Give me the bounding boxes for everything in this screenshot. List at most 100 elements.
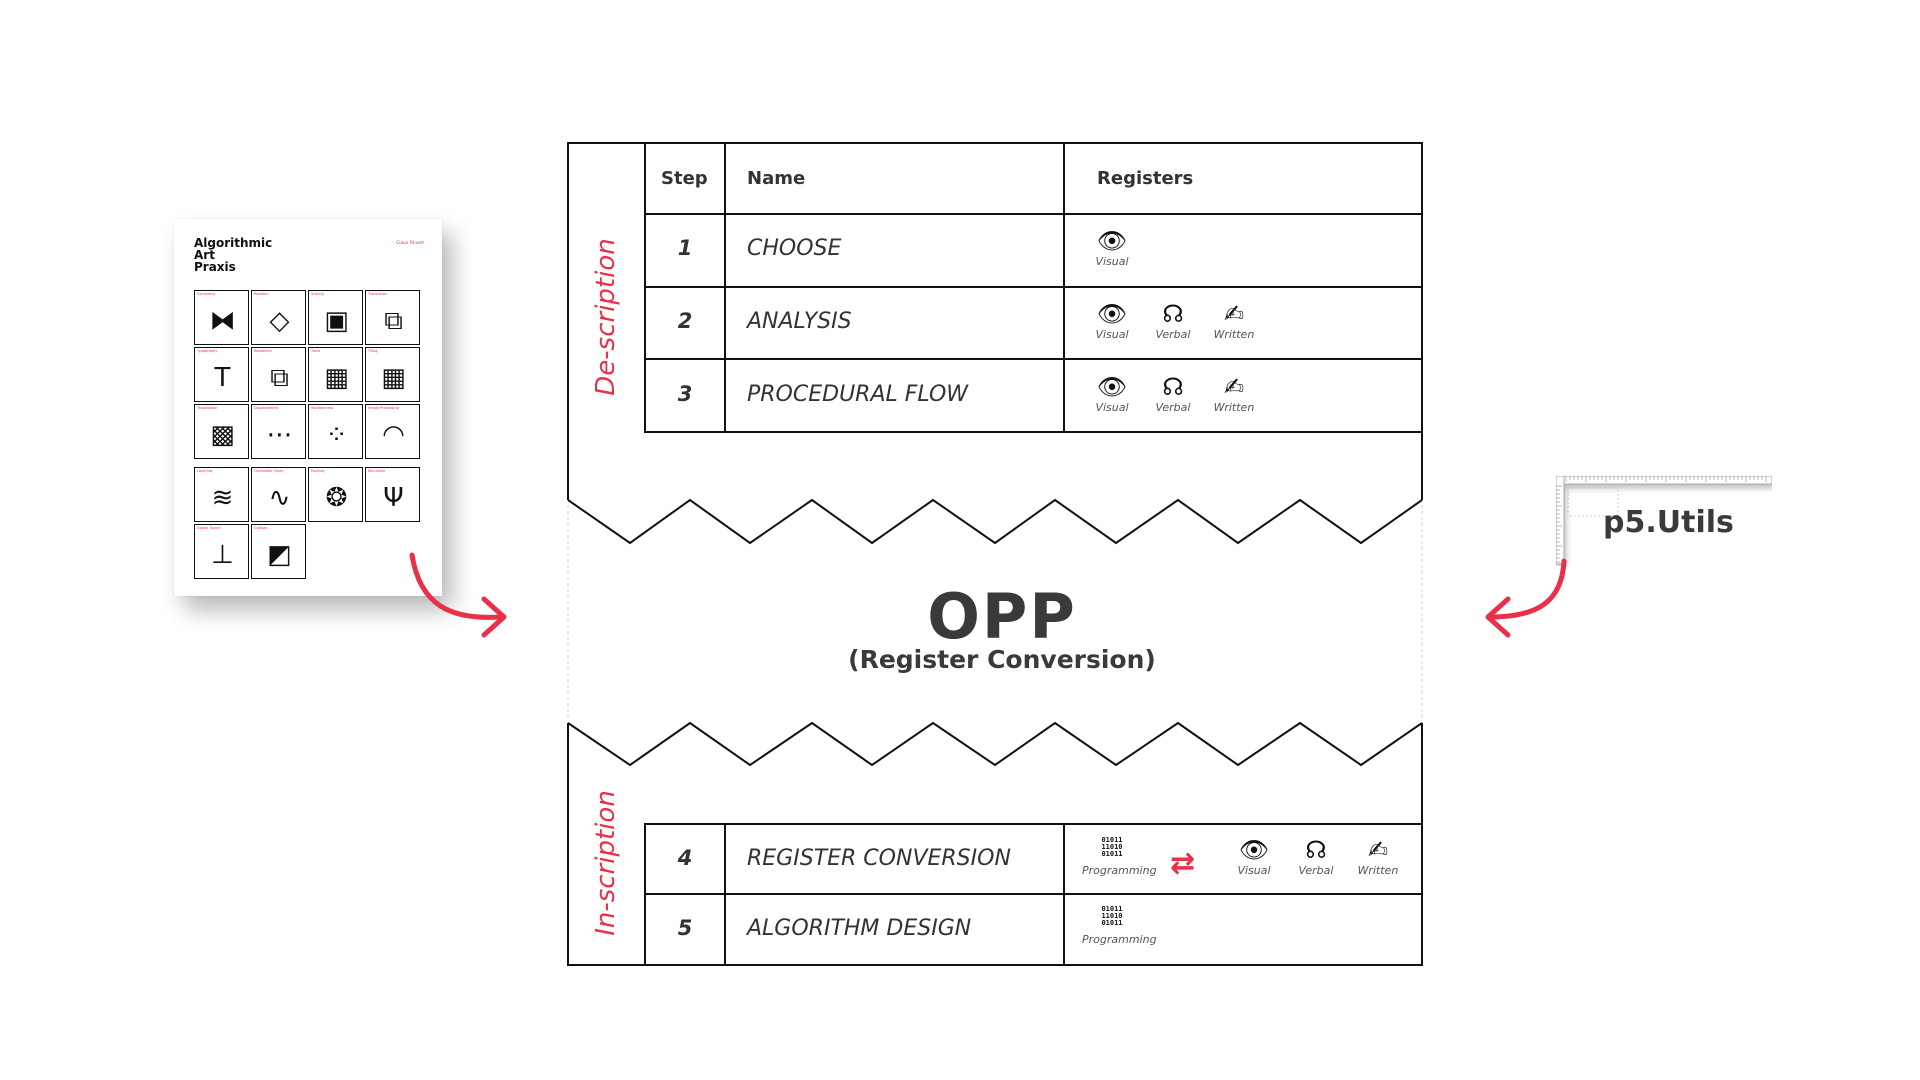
- head-speaking-icon: ☊: [1162, 373, 1184, 401]
- opp-title: OPP: [927, 580, 1077, 653]
- poster-cell-label: Oscillation (Sine): [254, 469, 284, 473]
- poster-cell-glyph-icon: ◠: [382, 420, 405, 450]
- swap-arrows-icon: ⇄: [1170, 846, 1196, 881]
- poster-cell: Scaling ▣: [308, 290, 363, 345]
- poster-cell-glyph-icon: ⊥: [211, 540, 234, 570]
- poster-cell-label: Typography: [197, 349, 218, 353]
- hand-writing-icon: ✍: [1223, 373, 1245, 401]
- poster-cell-label: Scaling: [311, 292, 324, 296]
- poster-cell-glyph-icon: ◇: [269, 306, 290, 336]
- register-visual: 👁 Visual: [1082, 228, 1142, 268]
- poster-cell-glyph-icon: ≋: [211, 483, 234, 513]
- p5-utils-ruler-icon: [1556, 476, 1772, 565]
- poster-cell-glyph-icon: ▣: [324, 306, 349, 336]
- binary-code-icon: 01011 11010 01011: [1101, 905, 1123, 927]
- eye-icon: 👁: [1096, 373, 1128, 401]
- head-speaking-icon: ☊: [1162, 300, 1184, 328]
- hand-writing-icon: ✍: [1367, 836, 1389, 864]
- register-written: ✍ Written: [1348, 837, 1408, 877]
- poster-title: Algorithmic Art Praxis: [194, 236, 273, 274]
- poster-cell: Rotation ◇: [251, 290, 306, 345]
- row-1-step: 1: [677, 236, 693, 260]
- poster-cell-glyph-icon: ⧓: [209, 306, 236, 336]
- poster-cell: Trace ▦: [308, 347, 363, 402]
- header-registers: Registers: [1097, 168, 1194, 189]
- poster-cell-label: Randomness: [311, 406, 334, 410]
- poster-cell-glyph-icon: ◩: [267, 540, 292, 570]
- poster-cell: Displacement ⋯: [251, 404, 306, 459]
- poster-cell-label: Displacement: [254, 406, 279, 410]
- register-visual: 👁 Visual: [1082, 374, 1142, 414]
- row-4-name: REGISTER CONVERSION: [747, 846, 1011, 871]
- poster-cell-glyph-icon: ⋯: [266, 420, 293, 450]
- row-3-name: PROCEDURAL FLOW: [747, 382, 969, 407]
- row-5-name: ALGORITHM DESIGN: [747, 916, 972, 941]
- poster-author: Claus Rinost: [396, 241, 424, 246]
- poster-cell-glyph-icon: ⁘: [325, 420, 348, 450]
- row-4-step: 4: [677, 846, 693, 870]
- head-speaking-icon: ☊: [1305, 836, 1327, 864]
- poster-cell: Randomness ⁘: [308, 404, 363, 459]
- poster-cell: Tessellation ▩: [194, 404, 249, 459]
- eye-icon: 👁: [1096, 300, 1128, 328]
- right-curved-arrow-icon: [1485, 558, 1567, 638]
- poster-cell-glyph-icon: ▦: [381, 363, 406, 393]
- poster-cell-glyph-icon: ❂: [325, 483, 348, 513]
- poster-cell: Packing ❂: [308, 467, 363, 522]
- register-written: ✍ Written: [1204, 374, 1264, 414]
- poster-cell-label: Rotation: [254, 292, 269, 296]
- poster-cell-label: Translation: [368, 292, 388, 296]
- row-1-name: CHOOSE: [747, 236, 842, 261]
- p5-utils-label: p5.Utils: [1603, 505, 1734, 540]
- left-curved-arrow-icon: [409, 552, 507, 638]
- eye-icon: 👁: [1096, 227, 1128, 255]
- row-2-name: ANALYSIS: [747, 309, 852, 334]
- hand-writing-icon: ✍: [1223, 300, 1245, 328]
- poster-cell-glyph-icon: Ψ: [383, 483, 404, 513]
- opp-subtitle: (Register Conversion): [848, 645, 1156, 674]
- poster-cell-label: Image Processing: [368, 406, 399, 410]
- poster-cell: Collage ◩: [251, 524, 306, 579]
- register-written: ✍ Written: [1204, 301, 1264, 341]
- register-verbal: ☊ Verbal: [1143, 374, 1203, 414]
- row-5-step: 5: [677, 916, 693, 940]
- section-label-inscription: In-scription: [591, 790, 621, 936]
- poster-cell-glyph-icon: ∿: [268, 483, 291, 513]
- poster-cell: Image Processing ◠: [365, 404, 420, 459]
- register-visual: 👁 Visual: [1082, 301, 1142, 341]
- binary-code-icon: 01011 11010 01011: [1101, 836, 1123, 858]
- poster-cell-label: Tessellation: [197, 406, 218, 410]
- register-visual: 👁 Visual: [1224, 837, 1284, 877]
- poster-cell: Digital Sound ⊥: [194, 524, 249, 579]
- poster-cell: Repetition ⧉: [251, 347, 306, 402]
- poster-cell-glyph-icon: T: [214, 363, 231, 393]
- poster-cell-label: Symmetry: [197, 292, 216, 296]
- header-name: Name: [747, 168, 806, 189]
- poster-cell-glyph-icon: ▦: [324, 363, 349, 393]
- poster-cell-label: Tiling: [368, 349, 378, 353]
- poster-cell-label: Trace: [311, 349, 321, 353]
- poster-cell: Tiling ▦: [365, 347, 420, 402]
- poster-cell: Oscillation (Sine) ∿: [251, 467, 306, 522]
- poster-cell-glyph-icon: ⧉: [384, 306, 403, 336]
- poster-cell-glyph-icon: ⧉: [270, 363, 289, 393]
- poster-cell-label: Layering: [197, 469, 213, 473]
- row-2-step: 2: [677, 309, 693, 333]
- poster-cell-label: Packing: [311, 469, 325, 473]
- poster-cell-label: Digital Sound: [197, 526, 221, 530]
- register-programming: 01011 11010 01011 Programming: [1082, 905, 1157, 946]
- register-verbal: ☊ Verbal: [1143, 301, 1203, 341]
- register-programming: 01011 11010 01011 Programming: [1082, 836, 1157, 877]
- eye-icon: 👁: [1238, 836, 1270, 864]
- poster-cell-label: Recursion: [368, 469, 386, 473]
- algorithmic-art-praxis-poster: Algorithmic Art Praxis Claus Rinost Symm…: [174, 219, 442, 596]
- row-3-step: 3: [677, 382, 693, 406]
- poster-cell: Layering ≋: [194, 467, 249, 522]
- poster-cell-label: Collage: [254, 526, 268, 530]
- poster-cell-glyph-icon: ▩: [210, 420, 235, 450]
- poster-cell-label: Repetition: [254, 349, 272, 353]
- poster-cell: Symmetry ⧓: [194, 290, 249, 345]
